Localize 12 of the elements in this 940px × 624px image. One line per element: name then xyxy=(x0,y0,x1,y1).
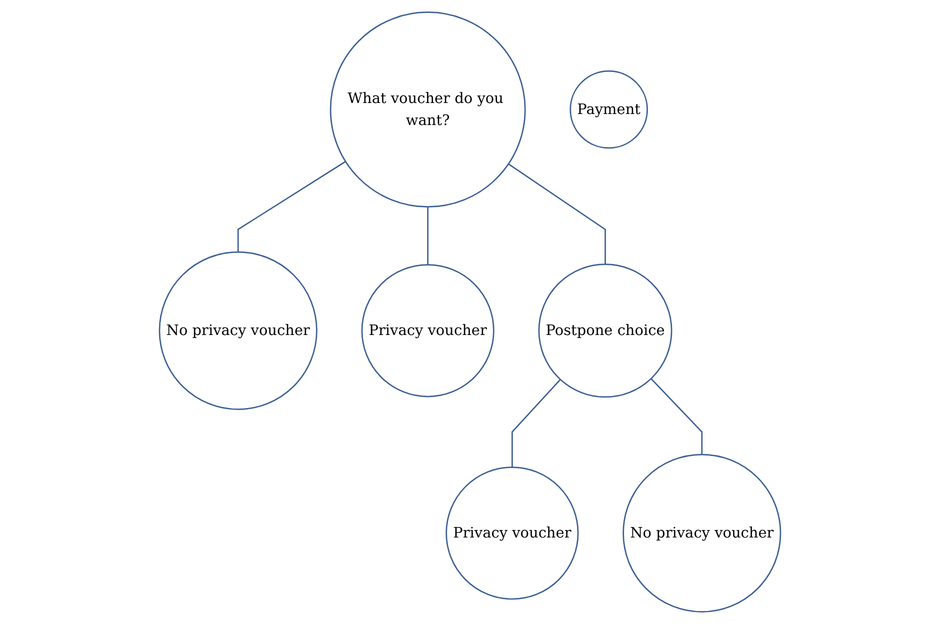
connector xyxy=(512,379,561,468)
node-circle: Privacy voucher xyxy=(361,264,494,398)
node-circle: Payment xyxy=(570,70,648,149)
node-circle: Privacy voucher xyxy=(446,466,579,600)
node-circle: Postpone choice xyxy=(538,264,672,398)
connector xyxy=(427,206,428,265)
connector xyxy=(508,163,606,264)
connector xyxy=(650,378,703,455)
node-circle: What voucher do you want? xyxy=(330,12,526,208)
node-circle: No privacy voucher xyxy=(622,454,782,612)
node-circle: No privacy voucher xyxy=(158,251,318,410)
connector xyxy=(237,160,346,252)
